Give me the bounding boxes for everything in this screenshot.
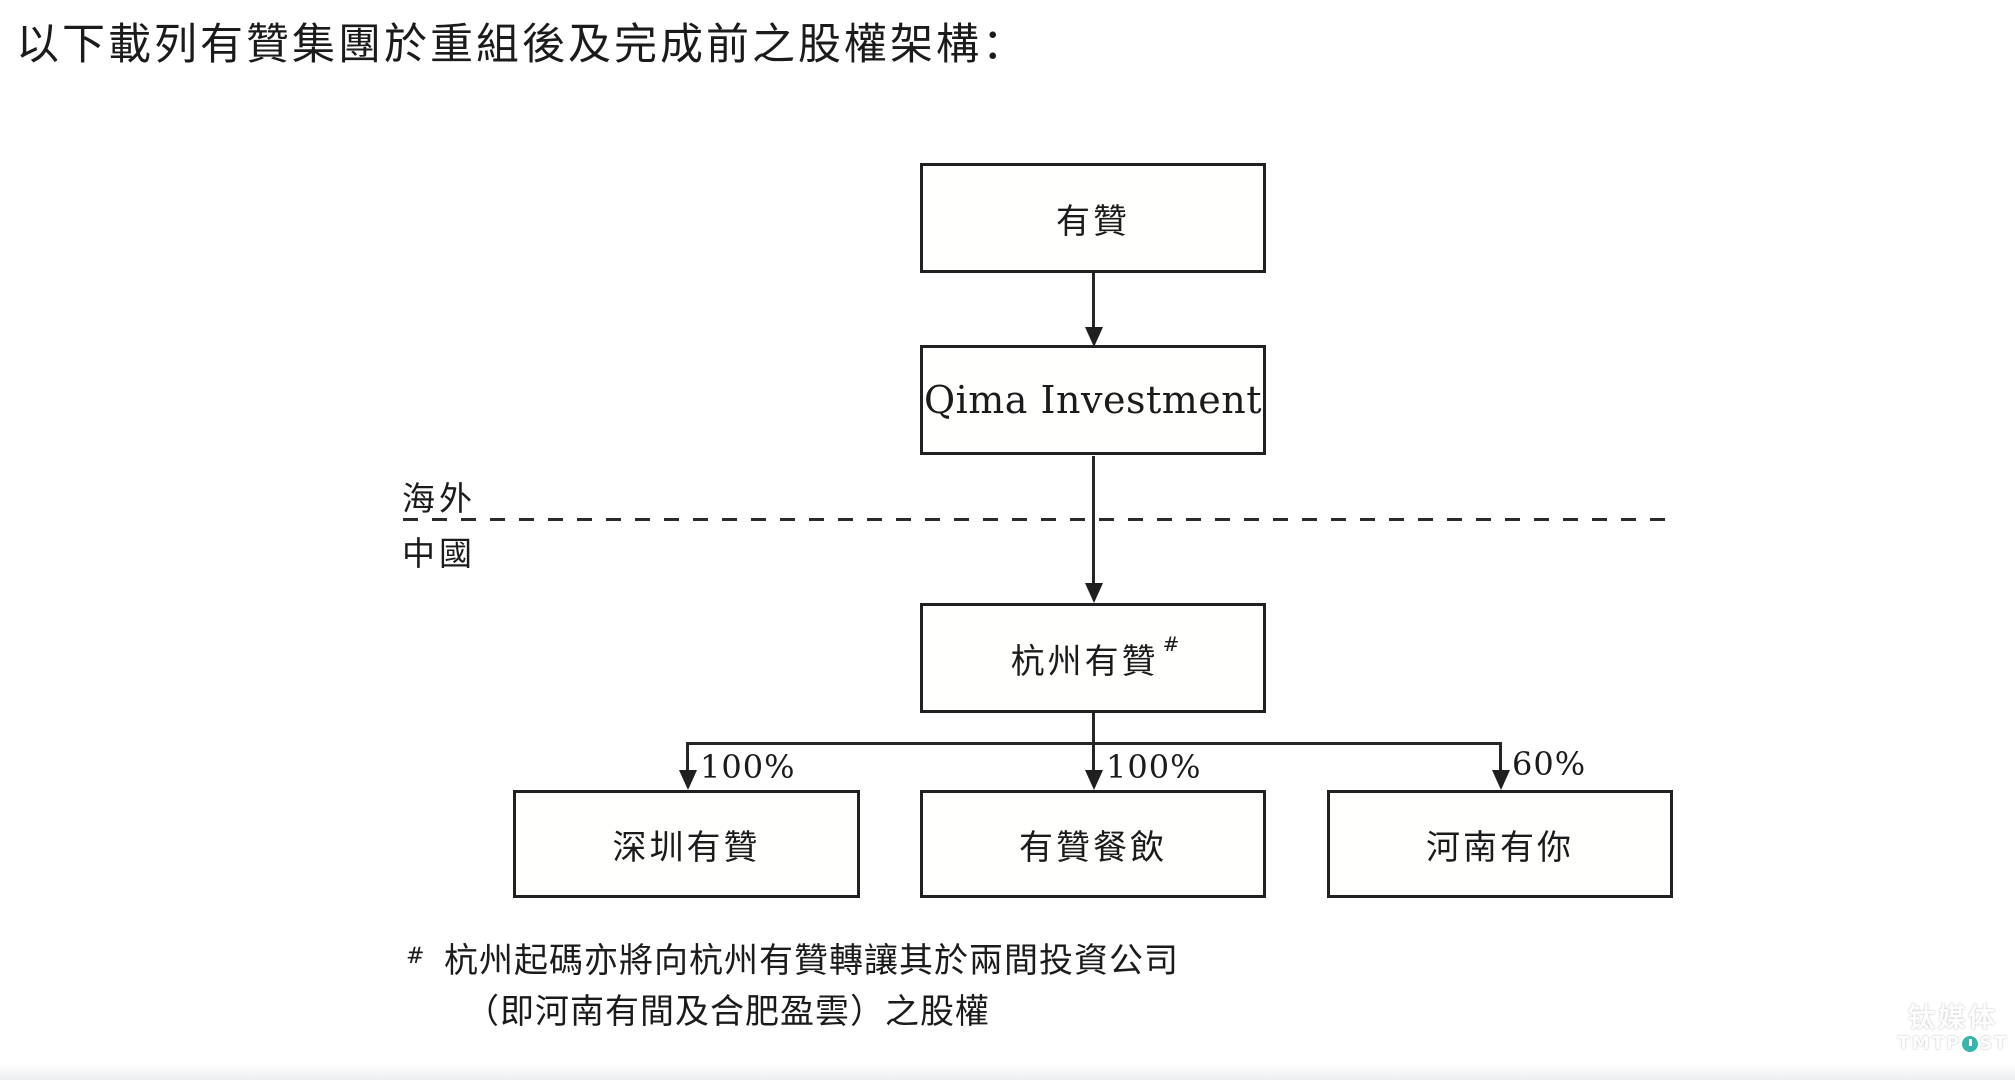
footnote-line-1: 杭州起碼亦將向杭州有贊轉讓其於兩間投資公司 [444,941,1179,981]
arrow-down-icon [1085,770,1103,790]
node-youzan-canyin: 有贊餐飲 [920,790,1266,898]
arrow-down-icon [1085,583,1103,603]
ownership-label-henan: 60% [1512,745,1587,783]
footnote-line-2: （即河南有間及合肥盈雲）之股權 [465,992,990,1032]
tmtpost-o-logo-icon [1962,1036,1979,1052]
node-shenzhen-youzan: 深圳有贊 [513,790,860,898]
watermark-latin-text: TMTP ST [1890,1033,2015,1055]
connector-branch-to-shenzhen [686,742,689,772]
footnote-marker: # [406,944,425,969]
connector-youzan-to-qima [1092,273,1095,329]
footnote-reference-marker: # [1162,632,1180,656]
node-henan-youni-label: 河南有你 [1426,827,1574,868]
jurisdiction-divider-dashed-line [403,518,1671,521]
watermark-latin-prefix: TMTP [1897,1033,1962,1054]
arrow-down-icon [679,770,697,790]
node-shenzhen-youzan-label: 深圳有贊 [612,827,761,868]
node-qima-investment: Qima Investment [920,345,1266,455]
footnote-text: 杭州起碼亦將向杭州有贊轉讓其於兩間投資公司 （即河南有間及合肥盈雲）之股權 [444,936,1179,1038]
connector-branch-to-henan [1499,742,1502,772]
watermark-chinese-text: 钛媒体 [1908,1003,1998,1034]
connector-branch-horizontal [686,742,1502,745]
node-henan-youni: 河南有你 [1327,790,1673,898]
node-youzan-canyin-label: 有贊餐飲 [1019,827,1167,868]
node-hangzhou-youzan-label: 杭州有贊 [1010,641,1159,682]
page-title: 以下載列有贊集團於重組後及完成前之股權架構： [16,20,1028,70]
ownership-label-shenzhen: 100% [700,748,796,786]
arrow-down-icon [1492,770,1510,790]
node-qima-investment-label: Qima Investment [923,378,1263,422]
region-label-overseas: 海外 [402,479,476,518]
node-hangzhou-youzan: 杭州有贊# [920,603,1266,713]
watermark-latin-suffix: ST [1979,1033,2009,1054]
tmtpost-watermark: 钛媒体 TMTP ST [1890,1005,2015,1055]
node-youzan-label: 有贊 [1056,201,1130,242]
region-label-china: 中國 [402,534,476,573]
ownership-label-canyin: 100% [1106,748,1202,786]
bottom-edge-strip [0,1064,2015,1080]
arrow-down-icon [1085,327,1103,347]
node-youzan: 有贊 [920,163,1266,273]
